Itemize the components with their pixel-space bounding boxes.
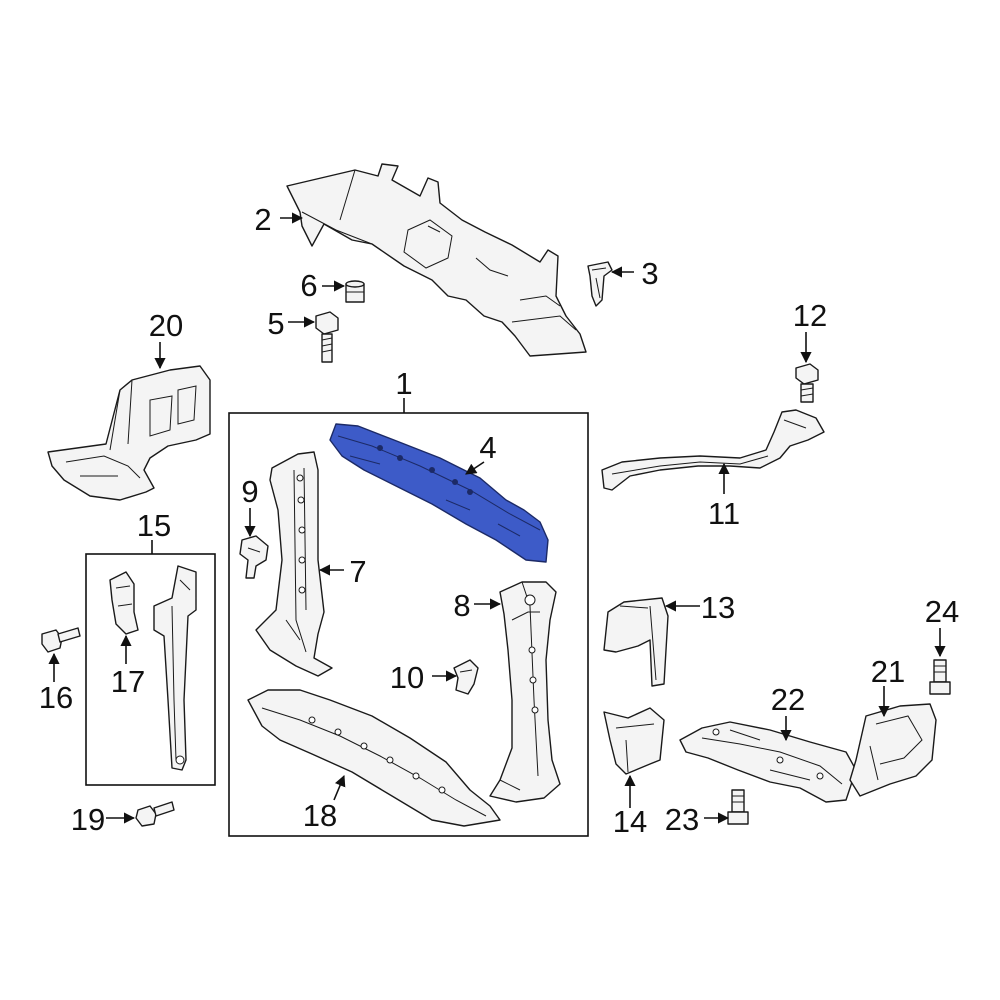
- part-15-member[interactable]: [153, 565, 197, 771]
- callout-10: 10: [390, 660, 424, 695]
- part-12-bolt[interactable]: [795, 363, 819, 403]
- part-10-clip[interactable]: [453, 659, 479, 695]
- part-22-under-cover[interactable]: [679, 721, 857, 803]
- part-2-upper-cover[interactable]: [286, 163, 587, 357]
- callout-13: 13: [701, 590, 735, 625]
- callout-5: 5: [267, 306, 284, 341]
- part-16-bolt[interactable]: [41, 627, 81, 653]
- part-13-seal[interactable]: [603, 597, 669, 687]
- callout-6: 6: [300, 268, 317, 303]
- callout-18: 18: [303, 798, 337, 833]
- callout-2: 2: [254, 202, 271, 237]
- part-23-bolt[interactable]: [727, 789, 749, 825]
- callout-22: 22: [771, 682, 805, 717]
- part-24-bolt[interactable]: [929, 659, 951, 695]
- leader-lines: [48, 212, 946, 824]
- part-4-upper-tie-bar[interactable]: [329, 423, 549, 563]
- assembly-15-box: [85, 553, 216, 786]
- callout-9: 9: [241, 474, 258, 509]
- callout-1: 1: [395, 366, 412, 401]
- part-8-right-support[interactable]: [489, 581, 561, 803]
- callout-3: 3: [641, 256, 658, 291]
- part-5-bolt[interactable]: [315, 311, 339, 363]
- part-14-seal[interactable]: [603, 707, 665, 775]
- callout-8: 8: [453, 588, 470, 623]
- part-20-deflector[interactable]: [47, 365, 211, 501]
- assembly-1-box: [228, 412, 589, 837]
- callout-23: 23: [665, 802, 699, 837]
- part-21-side-cover[interactable]: [849, 703, 937, 797]
- part-9-clip[interactable]: [239, 535, 269, 579]
- part-7-left-support[interactable]: [255, 451, 333, 677]
- callout-12: 12: [793, 298, 827, 333]
- callout-17: 17: [111, 664, 145, 699]
- part-17-bracket[interactable]: [109, 571, 139, 635]
- callout-16: 16: [39, 680, 73, 715]
- part-18-lower-tie-bar[interactable]: [247, 689, 501, 827]
- callout-4: 4: [479, 430, 496, 465]
- callout-20: 20: [149, 308, 183, 343]
- callout-24: 24: [925, 594, 959, 629]
- part-11-brace[interactable]: [601, 409, 825, 491]
- part-3-clip[interactable]: [587, 261, 613, 307]
- callout-14: 14: [613, 804, 647, 839]
- callout-19: 19: [71, 802, 105, 837]
- callout-7: 7: [349, 554, 366, 589]
- callout-11: 11: [708, 496, 740, 531]
- callout-21: 21: [871, 654, 905, 689]
- part-6-nut[interactable]: [345, 280, 365, 303]
- part-19-bolt[interactable]: [135, 801, 175, 827]
- callout-15: 15: [137, 508, 171, 543]
